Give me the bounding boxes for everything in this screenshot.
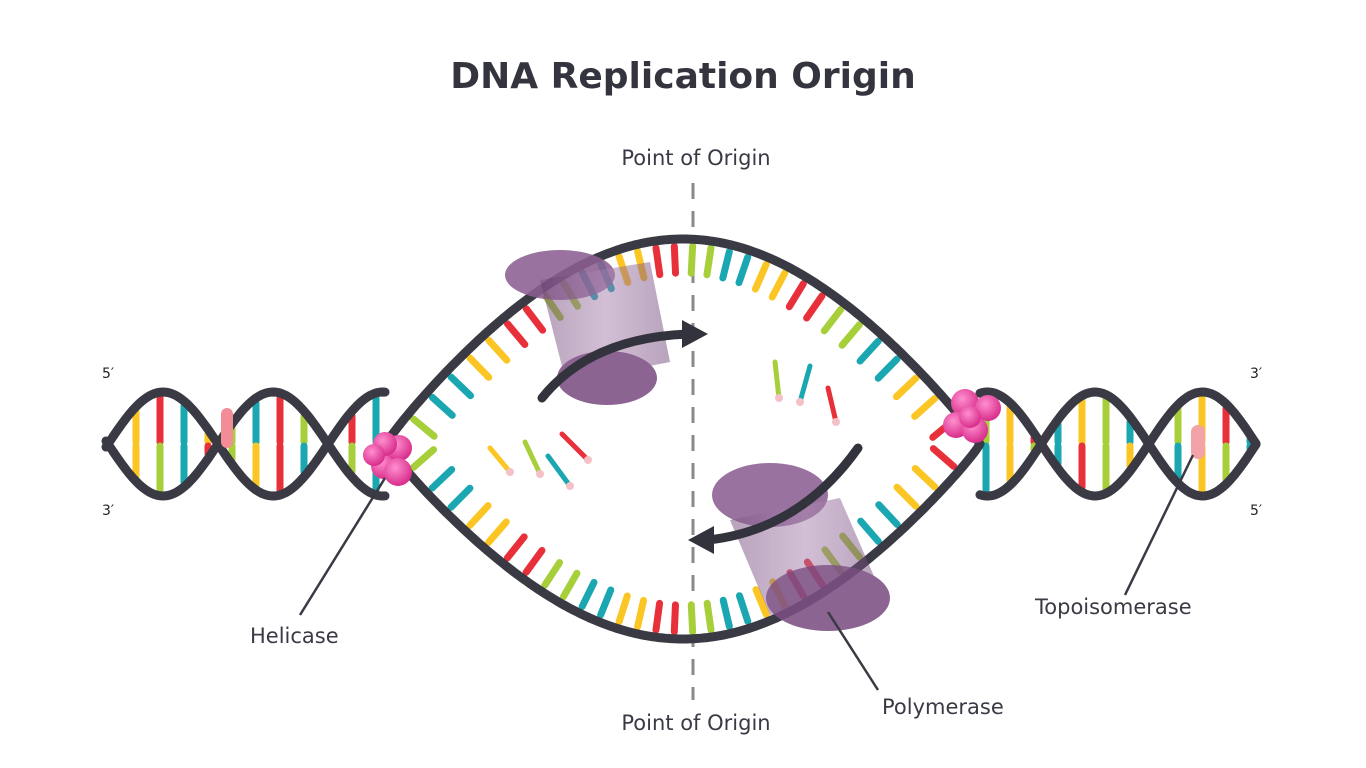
bubble-bottom-base (485, 518, 510, 546)
leading-strand-arrow (537, 320, 708, 403)
free-nucleotide (559, 431, 591, 463)
bubble-bottom-base (875, 501, 901, 529)
bubble-top-base (768, 269, 789, 301)
helicase-leader (298, 477, 387, 616)
helicase-right (943, 389, 1001, 443)
bubble-bottom-base (409, 446, 438, 471)
bubble-bottom-base (857, 517, 882, 545)
origin-bottom-label: Point of Origin (621, 711, 770, 735)
bubble-top-base (911, 394, 939, 420)
free-nucleotide (522, 439, 543, 477)
nucleotide-phosphate (796, 398, 804, 406)
bubble-bottom-base (522, 546, 546, 576)
nucleotide-phosphate (832, 418, 840, 426)
free-nucleotide (545, 453, 573, 489)
right-helix-strand (975, 387, 1261, 501)
bubble-top-base (751, 260, 770, 293)
bubble-top-base (447, 373, 475, 400)
bubble-bottom-base (687, 601, 697, 636)
bubble-bottom-base (652, 599, 664, 634)
bubble-top-base (856, 337, 882, 365)
bubble-top-strand (381, 234, 985, 449)
helicase-left (363, 432, 412, 486)
nucleotide-phosphate (506, 468, 514, 476)
diagram-title: DNA Replication Origin (450, 56, 916, 97)
free-nucleotide (772, 359, 782, 401)
bubble-bottom-base (597, 586, 615, 619)
bubble-top-base (838, 321, 863, 349)
left-helix-strand (101, 387, 390, 501)
bubble-bottom-base (911, 465, 939, 491)
bubble-top-base (803, 292, 826, 322)
bubble-top-base (820, 305, 845, 335)
bubble-top-base (785, 280, 807, 311)
bubble-bottom-base (752, 586, 770, 619)
free-nucleotide (487, 445, 513, 475)
bubble-bottom-base (929, 445, 958, 470)
binding-marker (221, 408, 233, 448)
bubble-top-base (522, 305, 547, 334)
bubble-bottom-base (541, 559, 564, 589)
bubble-bottom-base (578, 578, 598, 611)
left-helix-strand (101, 387, 390, 501)
bubble-bottom-base (893, 483, 920, 510)
dna-backbone (101, 234, 1261, 644)
bubble-bottom-base (670, 601, 679, 636)
bubble-top-base (703, 244, 715, 279)
bubble-top-base (874, 355, 901, 382)
lagging-strand-arrow (688, 443, 863, 554)
bubble-bottom-base (447, 484, 474, 511)
free-nucleotide (797, 363, 813, 405)
bubble-top-base (428, 393, 456, 419)
bubble-top-base (670, 242, 680, 277)
bubble-top-base (719, 248, 733, 282)
bubble-top-base (652, 244, 664, 279)
bubble-bottom-base (703, 599, 715, 634)
bubble-bottom-base (719, 596, 733, 631)
bubble-top-base (409, 415, 438, 440)
topoisomerase-marker (1191, 425, 1205, 459)
free-nucleotide (825, 385, 839, 425)
polymerase-bottom (712, 463, 890, 631)
polymerase-top (505, 250, 670, 405)
right-helix-strand (975, 387, 1261, 501)
bubble-top-base (503, 320, 529, 348)
polymerase-label: Polymerase (882, 695, 1004, 719)
polymerase-leader (826, 611, 880, 691)
bubble-top-base (892, 374, 920, 401)
bubble-top-base (485, 336, 511, 364)
bubble-bottom-base (735, 592, 752, 625)
bubble-bottom-base (615, 592, 631, 626)
right-bottom-end-label: 5′ (1250, 503, 1262, 519)
origin-top-label: Point of Origin (621, 146, 770, 170)
left-bottom-end-label: 3′ (102, 503, 114, 519)
nucleotide-phosphate (536, 470, 544, 478)
bubble-top-base (735, 253, 752, 287)
bubble-bottom-base (634, 596, 648, 631)
nucleotide-phosphate (566, 482, 574, 490)
helicase-label: Helicase (250, 624, 339, 648)
right-top-end-label: 3′ (1250, 366, 1262, 382)
topoisomerase-leader (1123, 454, 1195, 596)
free-nucleotides (487, 359, 840, 490)
bubble-bottom-base (503, 533, 528, 562)
topoisomerase-label: Topoisomerase (1034, 595, 1192, 619)
bubble-bottom-base (559, 569, 581, 601)
nucleotide-phosphate (775, 394, 783, 402)
bubble-bottom-base (428, 466, 456, 492)
bubble-bottom-strand (381, 439, 985, 644)
nucleotide-phosphate (584, 456, 592, 464)
left-top-end-label: 5′ (102, 366, 114, 382)
bubble-top-base (466, 354, 493, 381)
bubble-bottom-base (466, 502, 492, 529)
bubble-top-base (687, 242, 697, 277)
